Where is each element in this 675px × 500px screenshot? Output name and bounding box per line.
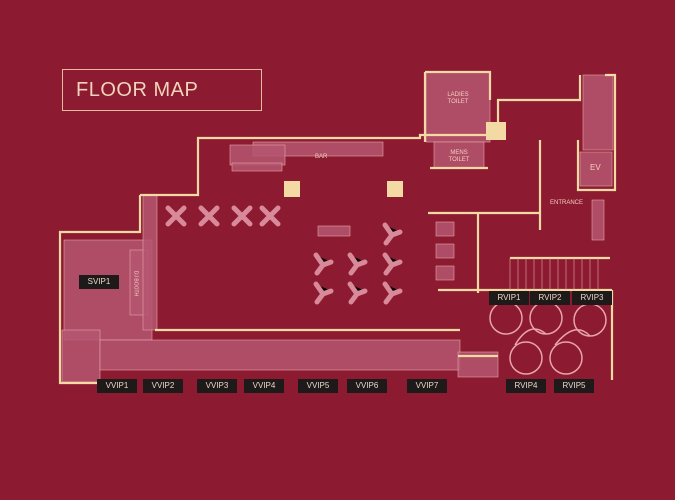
- vip-tag-vvip7[interactable]: VVIP7: [407, 379, 447, 393]
- ev-room: [579, 151, 613, 187]
- ladies-toilet-label: LADIES TOILET: [447, 92, 469, 105]
- vip-tag-rvip3[interactable]: RVIP3: [572, 291, 612, 305]
- mens-toilet-label: MENS TOILET: [448, 150, 470, 163]
- vip-booth-row: [99, 339, 461, 371]
- vip-tag-svip1[interactable]: SVIP1: [79, 275, 119, 289]
- vip-tag-rvip5[interactable]: RVIP5: [554, 379, 594, 393]
- page-title: FLOOR MAP: [76, 79, 199, 101]
- vip-tag-vvip5[interactable]: VVIP5: [298, 379, 338, 393]
- vip-tag-vvip1[interactable]: VVIP1: [97, 379, 137, 393]
- dj-booth-label: DJ BOOTH: [132, 270, 139, 297]
- vip-tag-vvip6[interactable]: VVIP6: [347, 379, 387, 393]
- vip-tag-rvip4[interactable]: RVIP4: [506, 379, 546, 393]
- vip-tag-rvip1[interactable]: RVIP1: [489, 291, 529, 305]
- entrance-label: ENTRANCE: [550, 200, 584, 206]
- ladies-toilet: [425, 71, 491, 143]
- ev-label: EV: [590, 163, 601, 172]
- mens-toilet: [433, 141, 485, 169]
- vip-tag-rvip2[interactable]: RVIP2: [530, 291, 570, 305]
- floor-map-title-box: FLOOR MAP: [62, 69, 262, 111]
- vip-tag-vvip2[interactable]: VVIP2: [143, 379, 183, 393]
- bar-label: BAR: [315, 154, 328, 160]
- vip-tag-vvip4[interactable]: VVIP4: [244, 379, 284, 393]
- vip-tag-vvip3[interactable]: VVIP3: [197, 379, 237, 393]
